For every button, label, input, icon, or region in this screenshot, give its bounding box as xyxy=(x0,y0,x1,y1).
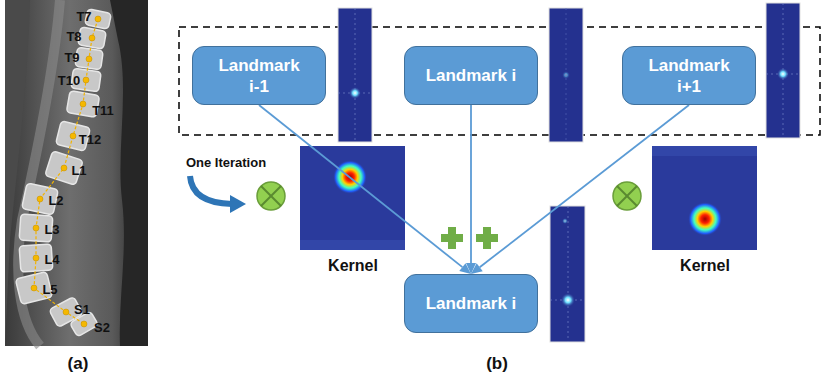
vertebra-label: L4 xyxy=(44,252,59,267)
plus-symbol xyxy=(441,227,498,249)
node-label: Landmark i xyxy=(423,65,519,86)
heatmap-strip xyxy=(550,206,585,342)
landmark-box: Landmark i-1 xyxy=(192,46,326,105)
iteration-arrow xyxy=(190,176,246,213)
node-label: Landmark i-1 xyxy=(211,55,307,97)
vertebra-label: T11 xyxy=(92,103,114,118)
vertebra-label: T9 xyxy=(64,50,79,65)
landmark-box: Landmark i xyxy=(404,46,538,105)
caption-label: Kernel xyxy=(328,257,378,275)
connector-arrow xyxy=(466,105,476,274)
heatmap-strip xyxy=(766,3,800,138)
caption-label: One Iteration xyxy=(186,155,266,170)
heatmap-strip xyxy=(549,8,583,142)
vertebra-label: L5 xyxy=(42,282,57,297)
vertebra-label: L3 xyxy=(44,222,59,237)
vertebra-label: T7 xyxy=(76,9,91,24)
panel-label: (a) xyxy=(68,354,89,374)
convolution-symbol xyxy=(257,182,285,210)
node-label: Landmark i xyxy=(423,293,519,314)
connector-arrow xyxy=(259,105,471,274)
connector-arrow xyxy=(471,105,689,274)
landmark-box: Landmark i+1 xyxy=(622,46,756,105)
kernel-heatmap xyxy=(652,146,757,250)
vertebra-label: T12 xyxy=(79,132,101,147)
panel-label: (b) xyxy=(486,354,508,374)
convolution-symbol xyxy=(613,182,641,210)
caption-label: Kernel xyxy=(680,257,730,275)
vertebra-label: S2 xyxy=(94,320,110,335)
landmark-box: Landmark i xyxy=(404,274,538,333)
vertebra-label: L1 xyxy=(71,163,86,178)
node-label: Landmark i+1 xyxy=(641,55,737,97)
vertebra-label: L2 xyxy=(48,193,63,208)
kernel-heatmap xyxy=(300,146,405,250)
heatmap-strip xyxy=(338,8,372,142)
vertebra-label: S1 xyxy=(74,302,90,317)
vertebra-label: T8 xyxy=(66,29,81,44)
ct-image xyxy=(5,0,148,346)
vertebra-label: T10 xyxy=(58,73,80,88)
